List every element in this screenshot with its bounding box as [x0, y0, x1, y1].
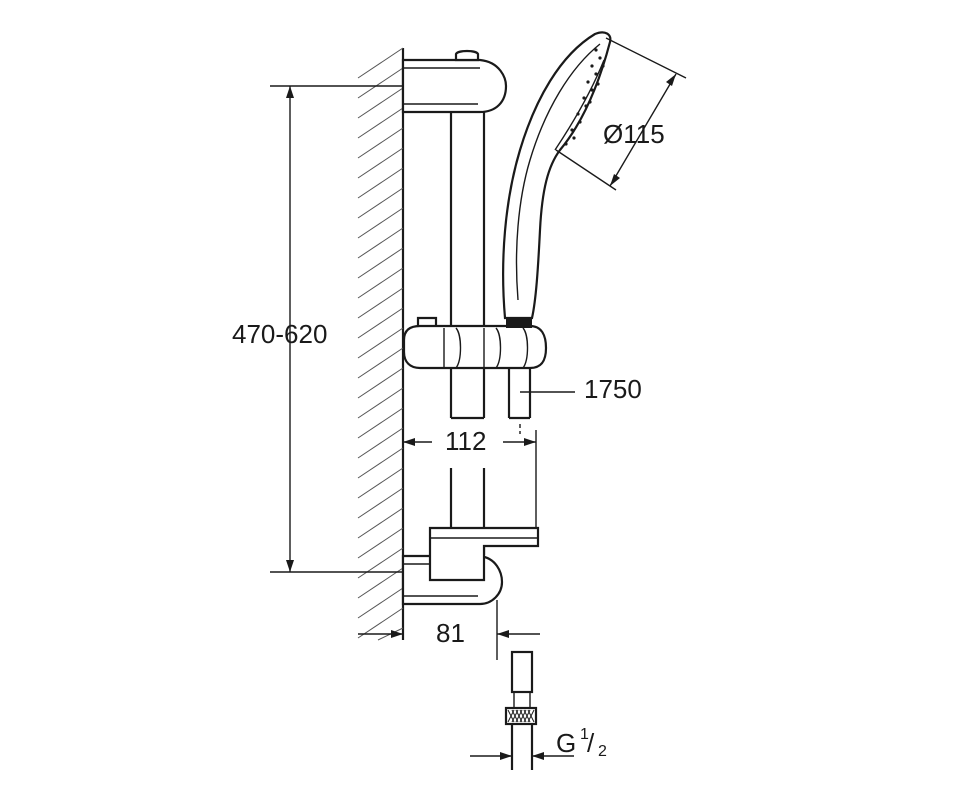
top-wall-bracket	[401, 49, 508, 114]
dim-thread	[470, 752, 574, 760]
wall	[357, 47, 405, 641]
hose-connector	[504, 650, 538, 770]
handle-connector	[506, 318, 532, 328]
spray-nozzles	[564, 48, 605, 146]
slider-projection-label: 112	[445, 426, 486, 456]
dim-diameter	[555, 37, 687, 191]
height-range-label: 470-620	[232, 319, 327, 349]
knurl-pattern	[507, 709, 535, 723]
dim-wall-projection	[358, 600, 540, 660]
diameter-label: Ø115	[603, 119, 665, 149]
dim-height	[270, 85, 403, 573]
wall-hatching	[357, 47, 404, 641]
thread-fraction-slash: /	[587, 728, 595, 758]
dim-slider-projection	[403, 424, 537, 528]
wall-projection-label: 81	[436, 618, 465, 648]
thread-denominator: 2	[598, 743, 607, 760]
thread-label: G	[556, 728, 576, 758]
hand-shower	[502, 31, 612, 328]
slider	[402, 316, 548, 420]
bottom-bracket	[401, 526, 540, 606]
thread-numerator: 1	[580, 726, 589, 743]
hose-length-label: 1750	[584, 374, 642, 404]
